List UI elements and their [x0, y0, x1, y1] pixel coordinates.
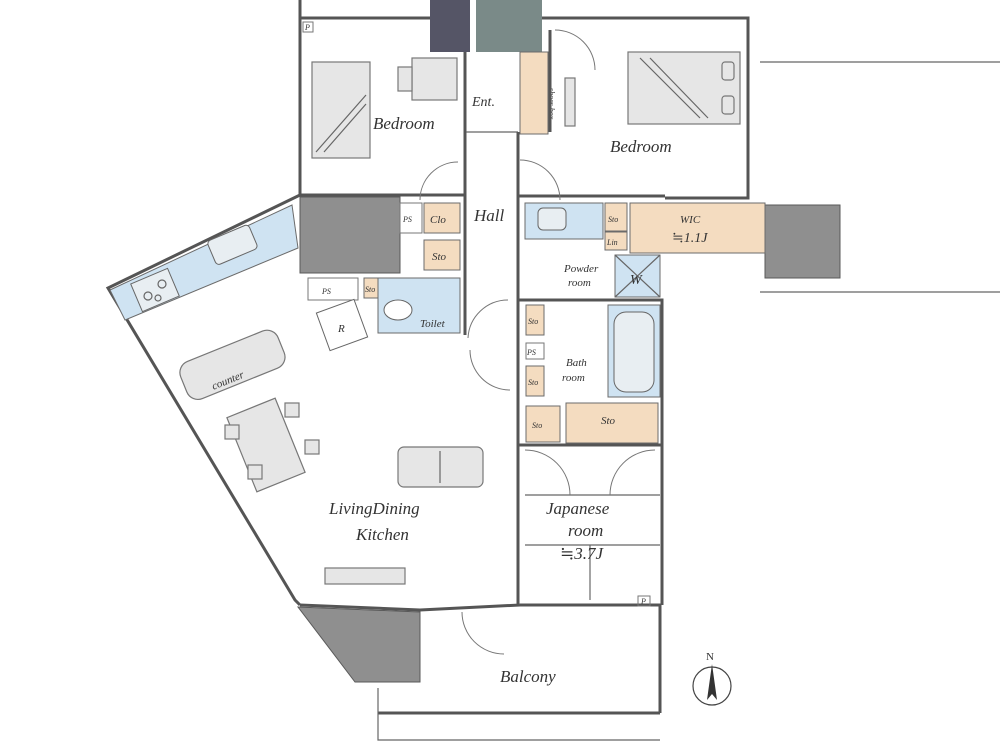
japanese-room-label-2: room	[568, 521, 603, 540]
refrigerator-label: R	[337, 323, 345, 335]
japanese-room-size: ≒3.7J	[560, 544, 604, 563]
tv-board	[324, 567, 406, 585]
japanese-room-label-1: Japanese	[546, 499, 610, 518]
pillar-marker-se	[637, 595, 651, 607]
storage-toilet	[363, 277, 379, 299]
storage-bath-1	[525, 304, 545, 336]
ldk-label-1: LivingDining	[328, 499, 420, 518]
north-label: N	[706, 651, 714, 663]
north-arrow-icon: N	[692, 651, 732, 706]
kitchen-sink-icon	[207, 224, 258, 265]
wic	[629, 202, 766, 254]
pipe-space-3	[525, 342, 545, 360]
dining-chair	[224, 424, 240, 440]
outer-walls	[105, 0, 750, 715]
svg-text:PS: PS	[402, 215, 412, 224]
washer-label: W	[630, 273, 643, 288]
counter	[179, 329, 286, 401]
svg-text:P: P	[304, 23, 310, 32]
svg-text:P: P	[640, 597, 646, 606]
storage-large-label: Sto	[601, 415, 616, 427]
shaft-east	[764, 204, 841, 279]
closet-label: Clo	[430, 214, 446, 226]
svg-text:Sto: Sto	[528, 317, 538, 326]
storage-large	[565, 402, 659, 444]
shaft-west	[299, 196, 401, 274]
shaft-balcony	[296, 606, 421, 683]
chair	[397, 66, 413, 92]
svg-text:PS: PS	[321, 287, 331, 296]
ldk-label-2: Kitchen	[355, 525, 409, 544]
door-swings	[419, 29, 656, 655]
pipe-space-1	[399, 202, 423, 234]
closet	[423, 202, 461, 234]
bedroom-east-label: Bedroom	[610, 137, 672, 156]
bedroom-west-label: Bedroom	[373, 114, 435, 133]
entrance-label: Ent.	[471, 95, 495, 110]
storage-hall	[423, 239, 461, 271]
powder-room-label-1: Powder	[563, 263, 599, 275]
pipe-space-2	[307, 277, 359, 301]
bedroom-west: Bedroom P	[302, 21, 458, 159]
storage-bath-2	[525, 365, 545, 397]
tv-unit	[564, 77, 576, 127]
toilet-icon	[383, 299, 413, 321]
shoes-box	[519, 51, 549, 135]
dining-table	[226, 397, 306, 493]
balcony-label: Balcony	[500, 667, 556, 686]
bath-room-label-1: Bath	[566, 357, 587, 369]
desk	[411, 57, 458, 101]
pillar-marker-nw	[302, 21, 314, 33]
hall-label: Hall	[473, 206, 505, 225]
linen-label: Lin	[606, 238, 618, 247]
svg-text:PS: PS	[526, 348, 536, 357]
bath-room-label-2: room	[562, 372, 585, 384]
refrigerator: R	[315, 298, 369, 352]
powder-room-label-2: room	[568, 277, 591, 289]
storage-hall-south	[525, 405, 561, 443]
svg-text:Sto: Sto	[608, 215, 618, 224]
storage-hall-label: Sto	[432, 251, 447, 263]
storage-wic-small	[604, 202, 628, 232]
living-dining-kitchen: counter LivingDining Kitchen	[179, 329, 484, 585]
bedroom-east: Bedroom	[564, 51, 741, 156]
svg-text:Sto: Sto	[528, 378, 538, 387]
svg-text:Sto: Sto	[365, 285, 375, 294]
wic-label: WIC	[680, 214, 701, 226]
stove-icon	[130, 267, 180, 313]
entrance-door-area	[476, 0, 542, 52]
linen	[604, 231, 628, 251]
entrance-exterior	[430, 0, 470, 52]
toilet-label: Toilet	[420, 318, 446, 330]
wic-size: ≒1.1J	[672, 231, 708, 246]
svg-text:Sto: Sto	[532, 421, 542, 430]
bathtub-icon	[613, 311, 655, 393]
